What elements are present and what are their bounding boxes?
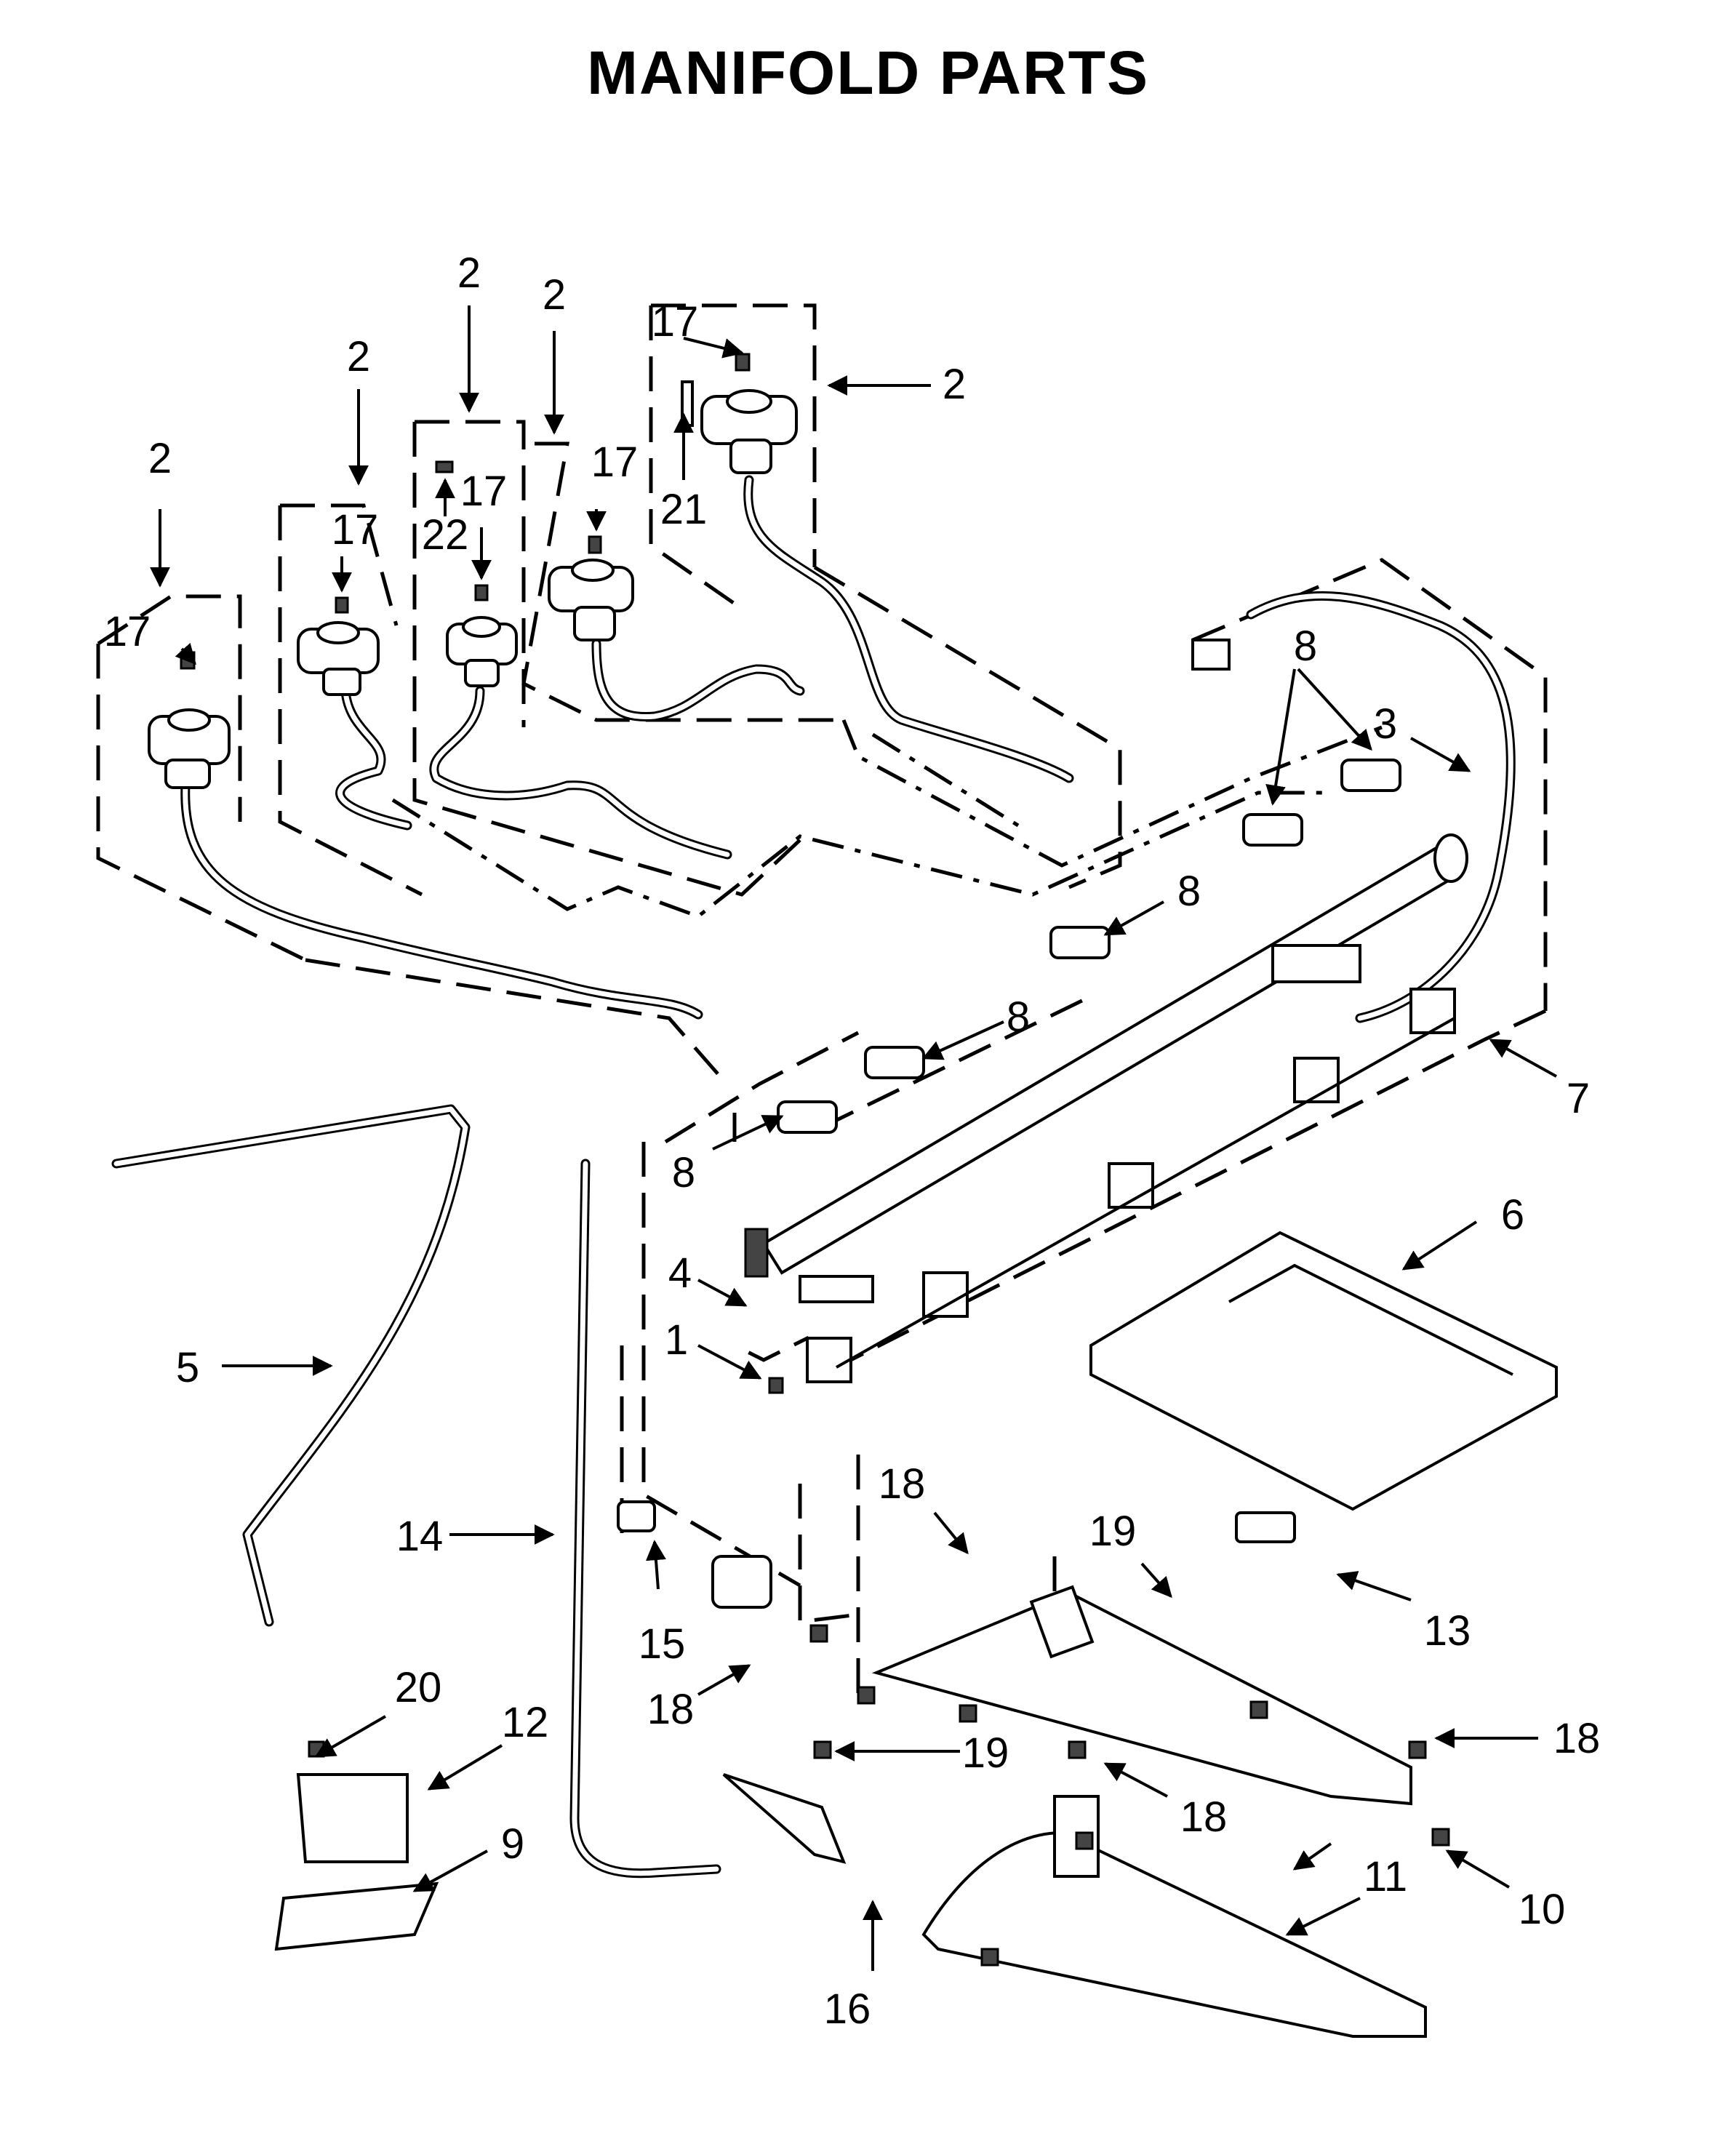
callout-8: 8: [672, 1149, 695, 1196]
callout-10: 10: [1519, 1886, 1566, 1933]
callout-8: 8: [1294, 623, 1317, 670]
callout-22: 22: [422, 511, 469, 559]
callout-2: 2: [543, 271, 566, 319]
callout-5: 3: [1374, 700, 1397, 748]
callout-17: 17: [104, 608, 151, 655]
callout-21: 21: [660, 486, 708, 533]
electrode-connector: [1191, 639, 1231, 671]
callout-15: 15: [639, 1620, 686, 1668]
callout-18: 18: [879, 1460, 926, 1508]
orifice-holders: [777, 759, 1401, 1134]
callout-18: 18: [1553, 1715, 1601, 1762]
callout-19: 19: [962, 1729, 1009, 1777]
burner-valve-group-outlines: [96, 303, 1548, 1702]
callout-3: 4: [668, 1249, 692, 1297]
callout-14: 14: [396, 1513, 444, 1560]
callout-13: 13: [1424, 1607, 1471, 1655]
valve-1: [148, 651, 231, 789]
callout-8: 8: [1007, 993, 1030, 1041]
callout-2: 2: [347, 333, 370, 380]
callout-18: 18: [647, 1686, 695, 1733]
manifold-pipe: [744, 639, 1468, 1383]
valve-2: [297, 596, 380, 696]
callout-17: 17: [652, 298, 699, 345]
callout-16: 16: [824, 1985, 871, 2033]
callout-2: 2: [943, 361, 966, 408]
valve-5: [681, 353, 798, 474]
rail-clips: [806, 988, 1456, 1383]
callout-8: 8: [1177, 868, 1201, 915]
callout-12: 12: [502, 1699, 549, 1746]
callout-20: 20: [395, 1664, 442, 1711]
burner-valves: [148, 353, 798, 789]
callout-18: 18: [1180, 1793, 1228, 1841]
callout-2: 2: [457, 249, 481, 297]
callout-17: 17: [460, 468, 508, 515]
valve-3: [435, 460, 518, 687]
callout-6: 6: [1501, 1191, 1524, 1239]
callout-19: 19: [1089, 1508, 1137, 1555]
heat-shield: [1089, 1231, 1558, 1511]
callout-17: 17: [591, 439, 639, 486]
callout-9: 9: [501, 1820, 524, 1868]
dash-dot-gas-lines: [391, 719, 1383, 919]
gas-tubes: [111, 475, 1516, 1879]
valve-4: [548, 535, 634, 641]
callout-4: 5: [176, 1344, 199, 1391]
callout-labels: 2 2 2 2 2 2 17 17 17 17 17 22 21 8 3 8 8…: [104, 249, 1601, 2033]
callout-2: 2: [148, 435, 172, 482]
connector-elbow: [711, 1555, 772, 1609]
callout-7: 7: [1567, 1075, 1590, 1122]
lower-burners: [274, 1500, 1427, 2038]
leader-arrows: [150, 305, 1557, 1971]
callout-17: 17: [332, 506, 379, 553]
callout-11: 11: [1364, 1853, 1407, 1900]
regulator-body: [296, 1773, 409, 1863]
callout-1: 1: [665, 1316, 688, 1364]
page-title: MANIFOLD PARTS: [586, 39, 1150, 107]
